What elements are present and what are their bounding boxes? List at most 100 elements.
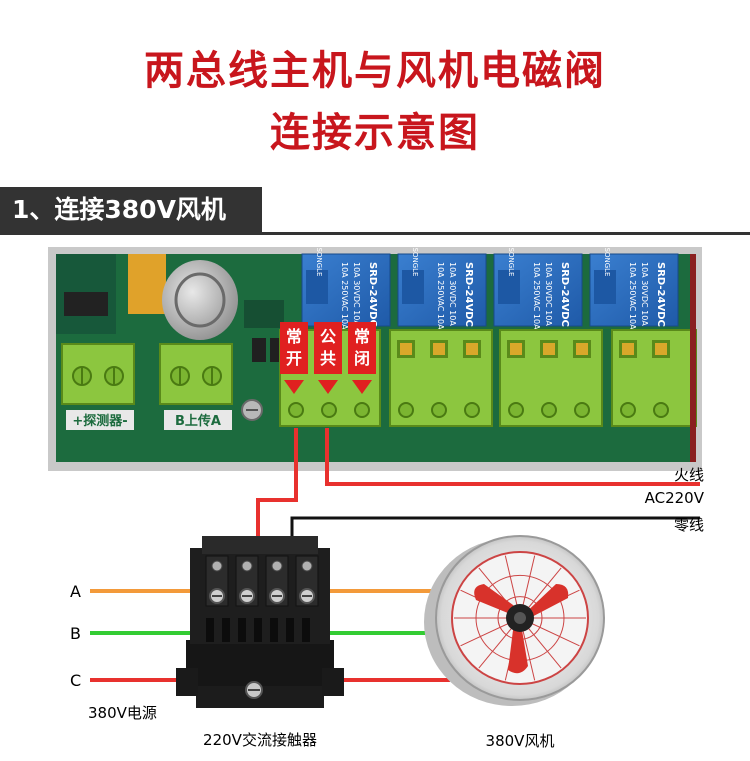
terminal-hole-metal <box>543 343 555 355</box>
contactor-slot <box>286 618 294 642</box>
contactor-foot <box>196 686 324 708</box>
terminal-screw <box>464 402 480 418</box>
detector-label: +探测器- <box>72 413 127 429</box>
terminal-hole-metal <box>510 343 522 355</box>
terminal-screw <box>431 402 447 418</box>
arrow-down-icon <box>318 380 338 394</box>
terminal-screw <box>574 402 590 418</box>
relay-rating-line2: 10A 30VDC 10A <box>640 262 649 326</box>
terminal-label-group: 常 开 公 共 常 闭 <box>280 322 376 394</box>
relay-brand: SONGLE <box>603 248 611 277</box>
contactor-slot <box>254 618 262 642</box>
relay-logo-area <box>594 270 616 304</box>
fan-hub-center <box>514 612 526 624</box>
fan-label: 380V风机 <box>486 732 555 750</box>
section-header: 1、连接380V风机 <box>0 187 262 233</box>
phase-c-label: C <box>70 671 81 690</box>
relay-brand: SONGLE <box>507 248 515 277</box>
label-normally-closed-char2: 闭 <box>354 349 370 368</box>
neutral-label: 零线 <box>674 516 704 534</box>
phase-b-label: B <box>70 624 81 643</box>
phase-a-label: A <box>70 582 81 601</box>
terminal-screw <box>653 402 669 418</box>
contactor-mount-left <box>176 668 198 696</box>
relay-model: SRD-24VDC <box>559 262 570 327</box>
relay-logo-area <box>402 270 424 304</box>
fan-icon <box>424 535 605 706</box>
terminal-screw <box>354 402 370 418</box>
bus-upload-connector <box>159 343 233 405</box>
live-label: 火线 <box>674 466 704 484</box>
contactor-slot <box>222 618 230 642</box>
detector-connector <box>61 343 135 405</box>
fan-blade <box>474 584 520 618</box>
label-common-bg <box>314 322 342 374</box>
wire-live <box>325 428 700 486</box>
detector-label-strip <box>66 410 134 430</box>
terminal-screw <box>620 402 636 418</box>
contactor-slots <box>206 618 310 642</box>
contactor-terminals <box>205 555 319 607</box>
contactor-top <box>202 536 318 554</box>
terminal-screw <box>398 402 414 418</box>
section-underline <box>0 232 750 235</box>
smd-component <box>252 338 266 362</box>
terminal-hole-metal <box>400 343 412 355</box>
terminal-hole-metal <box>433 343 445 355</box>
terminal-hole-metal <box>655 343 667 355</box>
contactor-base <box>186 640 334 686</box>
relay-rating-line2: 10A 30VDC 10A <box>448 262 457 326</box>
terminal-block <box>389 329 493 427</box>
label-common-char2: 共 <box>320 349 336 368</box>
label-normally-closed-bg <box>348 322 376 374</box>
relay-logo-area <box>498 270 520 304</box>
terminal-screw <box>288 402 304 418</box>
terminal-hole-metal <box>622 343 634 355</box>
bus-label-strip <box>164 410 232 430</box>
label-normally-open-char2: 开 <box>286 349 302 368</box>
power-source-label: 380V电源 <box>88 704 157 722</box>
arrow-down-icon <box>352 380 372 394</box>
page-title-line1: 两总线主机与风机电磁阀 <box>144 48 606 94</box>
label-common-char1: 公 <box>320 327 336 346</box>
wire-normally-open <box>256 428 298 538</box>
ic-chip <box>64 292 108 316</box>
relay-rating-line1: 10A 250VAC 10A <box>532 262 541 330</box>
contactor-slot <box>302 618 310 642</box>
terminal-screw <box>321 402 337 418</box>
relay-rating-line1: 10A 250VAC 10A <box>436 262 445 330</box>
voltage-label: AC220V <box>645 489 705 507</box>
orange-component <box>128 254 166 314</box>
relay-rating-line1: 10A 250VAC 10A <box>628 262 637 330</box>
relay-model: SRD-24VDC <box>367 262 378 327</box>
terminal-screw <box>508 402 524 418</box>
label-normally-open-bg <box>280 322 308 374</box>
relay-brand: SONGLE <box>315 248 323 277</box>
pcb-trace-area <box>244 300 284 328</box>
terminal-block <box>499 329 603 427</box>
terminal-hole-metal <box>466 343 478 355</box>
arrow-down-icon <box>284 380 304 394</box>
label-normally-closed-char1: 常 <box>354 327 370 346</box>
contactor-screw <box>241 560 253 572</box>
relay-rating-line1: 10A 250VAC 10A <box>340 262 349 330</box>
contactor-screw <box>271 560 283 572</box>
contactor-mount-right <box>322 668 344 696</box>
terminal-screw <box>541 402 557 418</box>
terminal-block <box>611 329 697 427</box>
relay-model: SRD-24VDC <box>463 262 474 327</box>
contactor-label: 220V交流接触器 <box>203 731 317 749</box>
contactor-icon <box>176 536 344 708</box>
contactor-screw <box>301 560 313 572</box>
wire-neutral <box>290 516 700 538</box>
relay-rating-line2: 10A 30VDC 10A <box>544 262 553 326</box>
page-title-line2: 连接示意图 <box>270 110 480 156</box>
contactor-slot <box>206 618 214 642</box>
board-edge <box>690 254 696 462</box>
